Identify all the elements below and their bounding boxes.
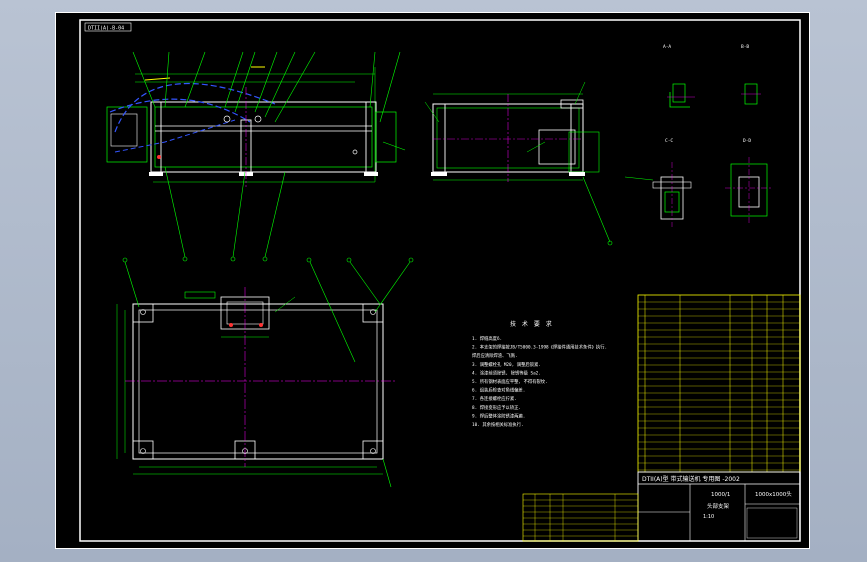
side-view[interactable]	[424, 81, 613, 246]
svg-text:B-B: B-B	[741, 44, 749, 50]
spec-label: 1000/1	[711, 492, 730, 498]
parts-list[interactable]	[637, 294, 801, 473]
notes-title: 技 术 要 求	[510, 320, 554, 328]
sheet-border	[55, 12, 810, 549]
svg-text:D-D: D-D	[743, 138, 751, 144]
note-line: 9. 焊后整体涂防锈漆两遍.	[472, 412, 525, 419]
section-details[interactable]: A-A B-B C-C D-D	[624, 44, 773, 227]
svg-text:A-A: A-A	[663, 44, 671, 50]
drawing-sheet[interactable]: DTII(A)-B-04	[55, 12, 810, 549]
note-line: 4. 涂漆前须除锈, 除锈等级 Sa2.	[472, 369, 541, 376]
frame-drawing-canvas[interactable]: DTII(A)-B-04	[55, 12, 810, 549]
note-line: 7. 各连接螺栓应拧紧.	[472, 395, 517, 402]
part-name-label: 头部支架	[707, 502, 730, 510]
drawing-frame	[79, 19, 801, 542]
sheet-tag: DTII(A)-B-04	[84, 22, 132, 32]
svg-text:C-C: C-C	[665, 138, 673, 144]
note-line: 10. 其余按相关标准执行.	[472, 421, 524, 428]
technical-notes: 技 术 要 求 1. 焊缝高度δ. 2. 本支架的焊接按JB/T5000.3-19…	[472, 320, 607, 428]
title-block[interactable]: DTII(A)型 带式输送机 专用图 -2002 1000/1 1000x100…	[522, 471, 801, 542]
front-view[interactable]	[106, 51, 406, 262]
svg-text:DTII(A)-B-04: DTII(A)-B-04	[88, 26, 124, 32]
note-line: 2. 本支架的焊接按JB/T5000.3-1998《焊接件通用技术条件》执行.	[472, 344, 607, 351]
note-line: 焊后应清除焊渣、飞溅.	[472, 352, 518, 359]
plan-view[interactable]	[116, 257, 414, 488]
note-line: 1. 焊缝高度δ.	[472, 335, 502, 342]
series-title: DTII(A)型 带式输送机 专用图 -2002	[642, 475, 740, 483]
note-line: 3. 调整螺栓孔 M20, 调整后锁紧.	[472, 361, 541, 368]
designation-label: 1000x1000头	[755, 490, 792, 498]
scale-label: 1:10	[703, 514, 714, 520]
note-line: 6. 组装后检查对角线偏差.	[472, 387, 525, 394]
notes-list: 1. 焊缝高度δ. 2. 本支架的焊接按JB/T5000.3-1998《焊接件通用…	[472, 335, 607, 428]
note-line: 5. 所有钢材表面应平整, 不得有裂纹.	[472, 378, 548, 385]
note-line: 8. 焊接变形应予以矫正.	[472, 404, 521, 411]
